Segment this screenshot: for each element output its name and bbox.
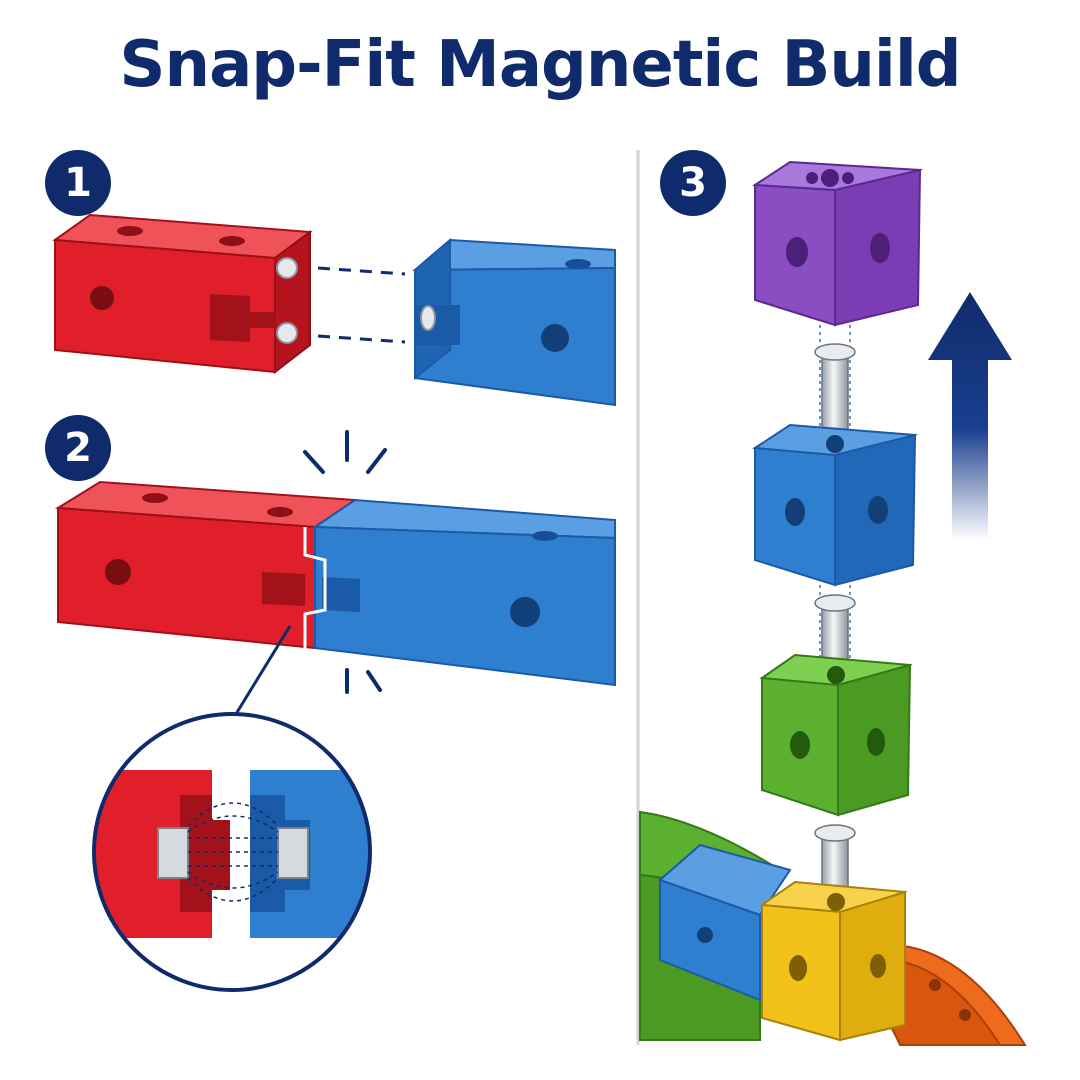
click-burst-icon [303,430,387,694]
step-1-red-beam [52,213,313,375]
green-cube [759,653,913,817]
step-2-joined-beam [54,480,616,687]
purple-cube [752,160,923,327]
magnifier-detail [92,712,372,992]
step-3-badge: 3 [660,150,726,216]
blue-cube [752,423,918,587]
curved-track-base [639,810,1027,1046]
step-2-badge: 2 [45,415,111,481]
magnifier-pointer [234,625,292,715]
step-1-badge: 1 [45,150,111,216]
upward-arrow-icon [928,292,1012,540]
step-1-blue-beam [412,237,616,407]
step-1-alignment-lines [317,266,406,344]
page-title: Snap-Fit Magnetic Build [119,28,961,102]
